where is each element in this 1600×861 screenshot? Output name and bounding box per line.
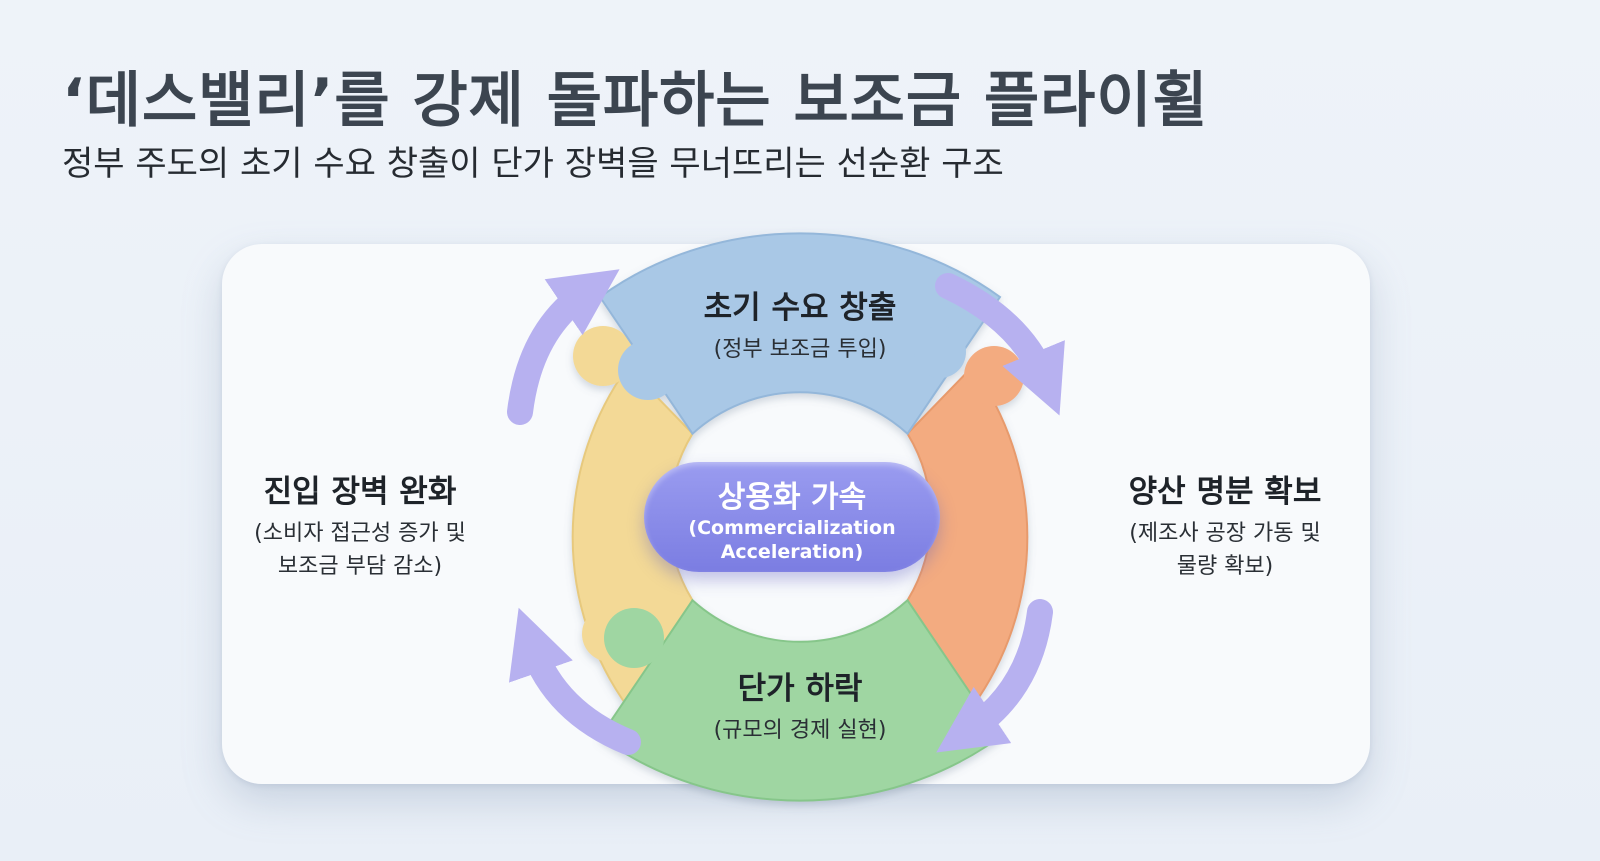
puzzle-knob-left bbox=[573, 326, 633, 386]
label-right-title: 양산 명분 확보 bbox=[1128, 474, 1322, 510]
puzzle-knob-top bbox=[618, 340, 678, 400]
center-pill: 상용화 가속 (Commercialization Acceleration) bbox=[644, 462, 940, 572]
label-bottom-title: 단가 하락 bbox=[737, 671, 863, 707]
page-title: ‘데스밸리’를 강제 돌파하는 보조금 플라이휠 bbox=[62, 66, 1209, 136]
center-title: 상용화 가속 bbox=[717, 480, 867, 515]
label-left-desc-line2: 보조금 부담 감소) bbox=[277, 554, 443, 579]
label-left: 진입 장벽 완화 (소비자 접근성 증가 및 보조금 부담 감소) bbox=[225, 466, 495, 583]
center-subtitle-line2: Acceleration) bbox=[720, 541, 864, 563]
page-subtitle: 정부 주도의 초기 수요 창출이 단가 장벽을 무너뜨리는 선순환 구조 bbox=[62, 144, 1004, 184]
puzzle-knob-bottom bbox=[604, 608, 664, 668]
label-top-title: 초기 수요 창출 bbox=[703, 290, 897, 326]
label-left-desc-line1: (소비자 접근성 증가 및 bbox=[254, 521, 466, 546]
puzzle-knob-top-right bbox=[914, 326, 966, 378]
ring-segment-top bbox=[598, 232, 1002, 436]
label-right-desc-line1: (제조사 공장 가동 및 bbox=[1129, 521, 1321, 546]
label-bottom-desc: (규모의 경제 실현) bbox=[713, 718, 887, 743]
label-top: 초기 수요 창출 (정부 보조금 투입) bbox=[650, 282, 950, 366]
cycle-arrow-icon bbox=[935, 273, 1065, 416]
cycle-arrow-icon bbox=[507, 269, 620, 425]
cycle-arrow-icon bbox=[508, 607, 641, 755]
label-top-desc: (정부 보조금 투입) bbox=[713, 337, 887, 362]
label-right: 양산 명분 확보 (제조사 공장 가동 및 물량 확보) bbox=[1100, 466, 1350, 583]
label-right-desc-line2: 물량 확보) bbox=[1176, 554, 1274, 579]
label-bottom: 단가 하락 (규모의 경제 실현) bbox=[650, 663, 950, 747]
cycle-arrow-icon bbox=[936, 599, 1053, 753]
puzzle-knob-right bbox=[964, 346, 1024, 406]
center-subtitle-line1: (Commercialization bbox=[688, 517, 896, 539]
label-left-title: 진입 장벽 완화 bbox=[263, 474, 457, 510]
